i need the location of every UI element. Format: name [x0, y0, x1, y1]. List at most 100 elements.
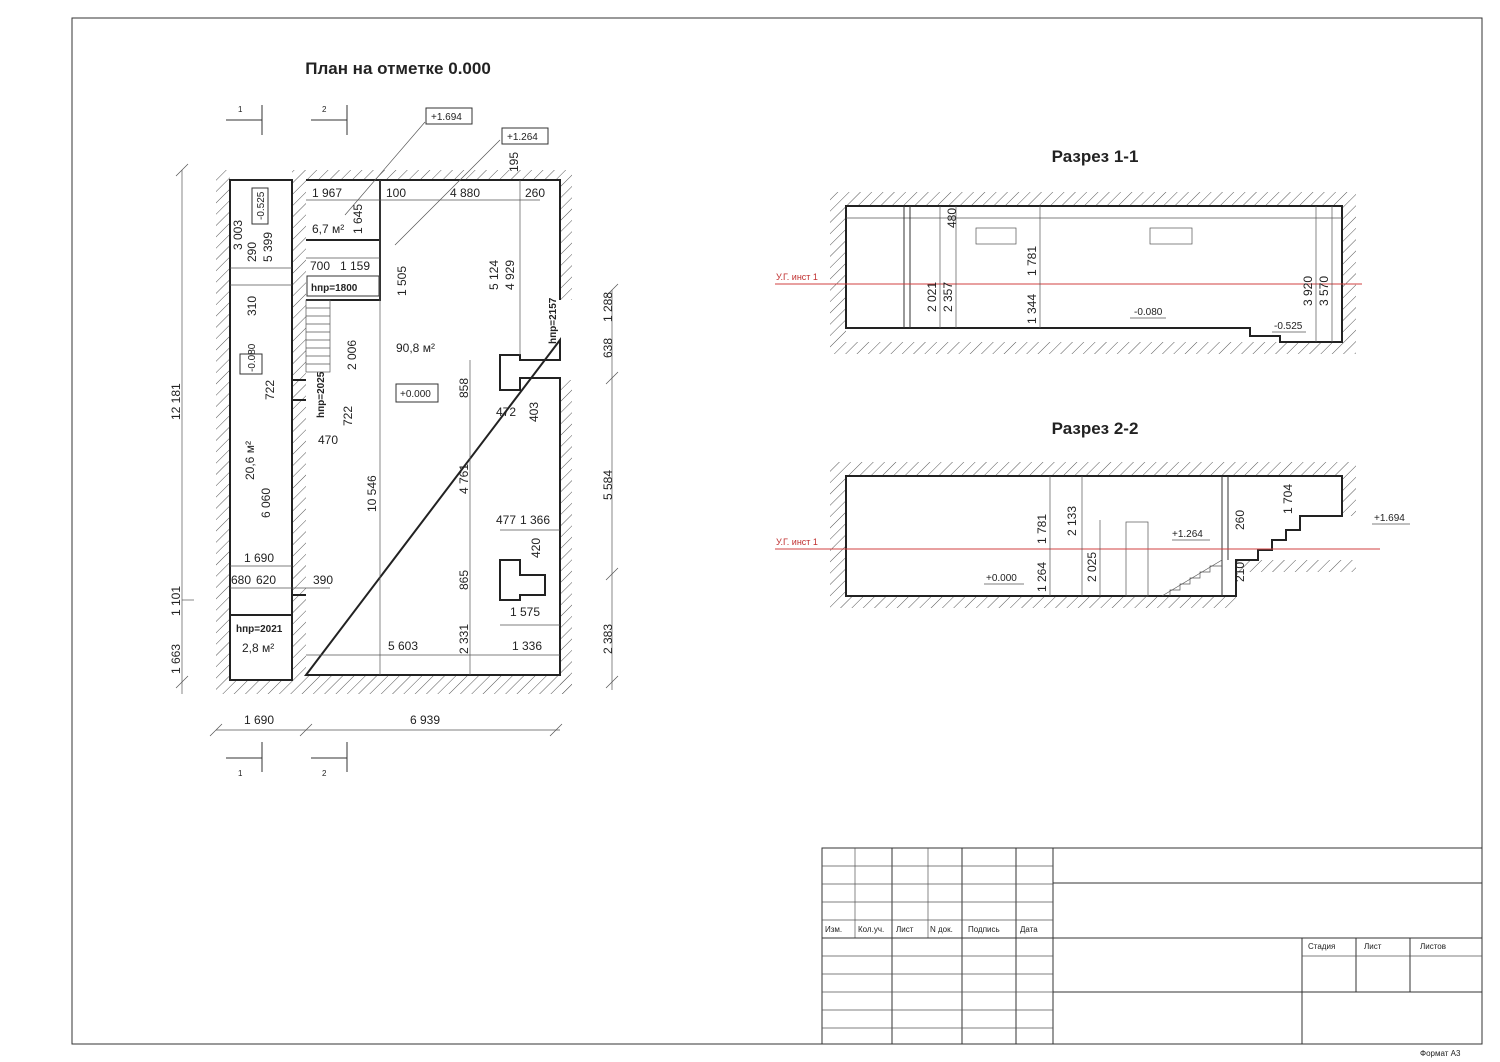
dim-722-b: 722: [341, 406, 355, 426]
dim-1663: 1 663: [169, 644, 183, 674]
wall-hatch-right-top: [560, 180, 572, 300]
wall-hatch-top: [306, 170, 572, 180]
wall-hatch-bottom: [306, 675, 572, 694]
corridor-outline: [229, 179, 293, 681]
dim-865: 865: [457, 570, 471, 590]
s1-dim-2021: 2 021: [925, 282, 939, 312]
title-block: Изм. Кол.уч. Лист N док. Подпись Дата Ст…: [821, 847, 1483, 1045]
format-label: Формат А3: [1420, 1049, 1461, 1058]
dim-290: 290: [245, 242, 259, 262]
s2-elev-0000: +0.000: [986, 573, 1017, 584]
dim-1505: 1 505: [395, 266, 409, 296]
s2-elev-1264: +1.264: [1172, 529, 1203, 540]
main-room-outline: [303, 179, 561, 676]
s1-elev-0525: -0.525: [1274, 321, 1303, 332]
dim-470: 470: [318, 433, 338, 447]
dim-700: 700: [310, 259, 330, 273]
dim-6060: 6 060: [259, 488, 273, 518]
section1-ug-label: У.Г. инст 1: [776, 272, 818, 282]
section2-title: Разрез 2-2: [1052, 419, 1139, 438]
dim-195: 195: [507, 152, 521, 172]
dim-1690-a: 1 690: [244, 551, 274, 565]
dim-10546: 10 546: [365, 475, 379, 512]
dim-1645: 1 645: [351, 204, 365, 234]
stairs-plan: [305, 299, 331, 373]
section-mark-2-bottom: 2: [322, 769, 327, 778]
dim-4761: 4 761: [457, 464, 471, 494]
s1-elev-0080: -0.080: [1134, 307, 1163, 318]
dim-2383: 2 383: [601, 624, 615, 654]
dim-858: 858: [457, 378, 471, 398]
dim-477: 477: [496, 513, 516, 527]
dim-1101: 1 101: [169, 586, 183, 616]
dim-1159: 1 159: [340, 259, 370, 273]
dim-1690-b: 1 690: [244, 713, 274, 727]
wall-hatch-left: [216, 170, 230, 694]
dim-472: 472: [496, 405, 516, 419]
section-marks: 1 2 1 2: [226, 105, 348, 778]
stamp-col-ndok: N док.: [930, 925, 953, 934]
stamp-sheet: Лист: [1364, 942, 1382, 951]
stamp-sheets: Листов: [1420, 942, 1446, 951]
room-area-2-8: 2,8 м²: [242, 641, 274, 655]
dim-4929: 4 929: [503, 260, 517, 290]
dim-722-a: 722: [263, 380, 277, 400]
floor-plan: План на отметке 0.000: [169, 59, 619, 778]
height-2025: hпр=2025: [316, 371, 327, 418]
s2-dim-2025: 2 025: [1085, 552, 1099, 582]
dim-260: 260: [525, 186, 545, 200]
s1-dim-2357: 2 357: [941, 282, 955, 312]
s2-dim-1781: 1 781: [1035, 514, 1049, 544]
s2-dim-1704: 1 704: [1281, 484, 1295, 514]
dim-12181: 12 181: [169, 383, 183, 420]
room-area-20-6: 20,6 м²: [243, 441, 257, 480]
s1-dim-3570: 3 570: [1317, 276, 1331, 306]
s1-dim-1344: 1 344: [1025, 294, 1039, 324]
plan-title: План на отметке 0.000: [305, 59, 491, 78]
dim-5399: 5 399: [261, 232, 275, 262]
elev-plan-0080: -0.080: [247, 343, 258, 372]
section1-title: Разрез 1-1: [1052, 147, 1139, 166]
stamp-col-data: Дата: [1020, 925, 1038, 934]
dim-5124: 5 124: [487, 260, 501, 290]
s2-dim-2133: 2 133: [1065, 506, 1079, 536]
height-1800: hпр=1800: [311, 283, 358, 294]
dim-403: 403: [527, 402, 541, 422]
dim-5584: 5 584: [601, 470, 615, 500]
dim-310: 310: [245, 296, 259, 316]
dim-3003: 3 003: [231, 220, 245, 250]
column-bottom: [499, 559, 546, 601]
elev-plan-0000: +0.000: [400, 389, 431, 400]
dim-390: 390: [313, 573, 333, 587]
wall-hatch-bottom-left: [230, 680, 292, 694]
s1-dim-480: 480: [945, 208, 959, 228]
section-2-2: Разрез 2-2 У.Г. инст 1 1 781 2 133 1 264…: [775, 419, 1410, 608]
room-area-90-8: 90,8 м²: [396, 341, 435, 355]
sheet-frame: [71, 17, 1483, 1045]
dim-420: 420: [529, 538, 543, 558]
s1-dim-1781: 1 781: [1025, 246, 1039, 276]
dim-1288: 1 288: [601, 292, 615, 322]
dim-6939: 6 939: [410, 713, 440, 727]
dim-1366: 1 366: [520, 513, 550, 527]
dim-620: 620: [256, 573, 276, 587]
dim-1575: 1 575: [510, 605, 540, 619]
elev-plan-1264: +1.264: [507, 132, 538, 143]
stamp-col-list: Лист: [896, 925, 914, 934]
s2-dim-1264: 1 264: [1035, 562, 1049, 592]
s1-dim-3920: 3 920: [1301, 276, 1315, 306]
dim-2006: 2 006: [345, 340, 359, 370]
dim-2331: 2 331: [457, 624, 471, 654]
stamp-stage: Стадия: [1308, 942, 1335, 951]
dim-5603: 5 603: [388, 639, 418, 653]
s2-dim-260: 260: [1233, 510, 1247, 530]
section-mark-2-top: 2: [322, 105, 327, 114]
section-1-1: Разрез 1-1 У.Г. инст 1 480 1 781 2 021 2…: [775, 147, 1362, 354]
height-2021: hпр=2021: [236, 624, 283, 635]
stamp-col-kol: Кол.уч.: [858, 925, 884, 934]
dim-4880: 4 880: [450, 186, 480, 200]
dim-638: 638: [601, 338, 615, 358]
stamp-col-izm: Изм.: [825, 925, 842, 934]
stamp-col-podpis: Подпись: [968, 925, 1000, 934]
